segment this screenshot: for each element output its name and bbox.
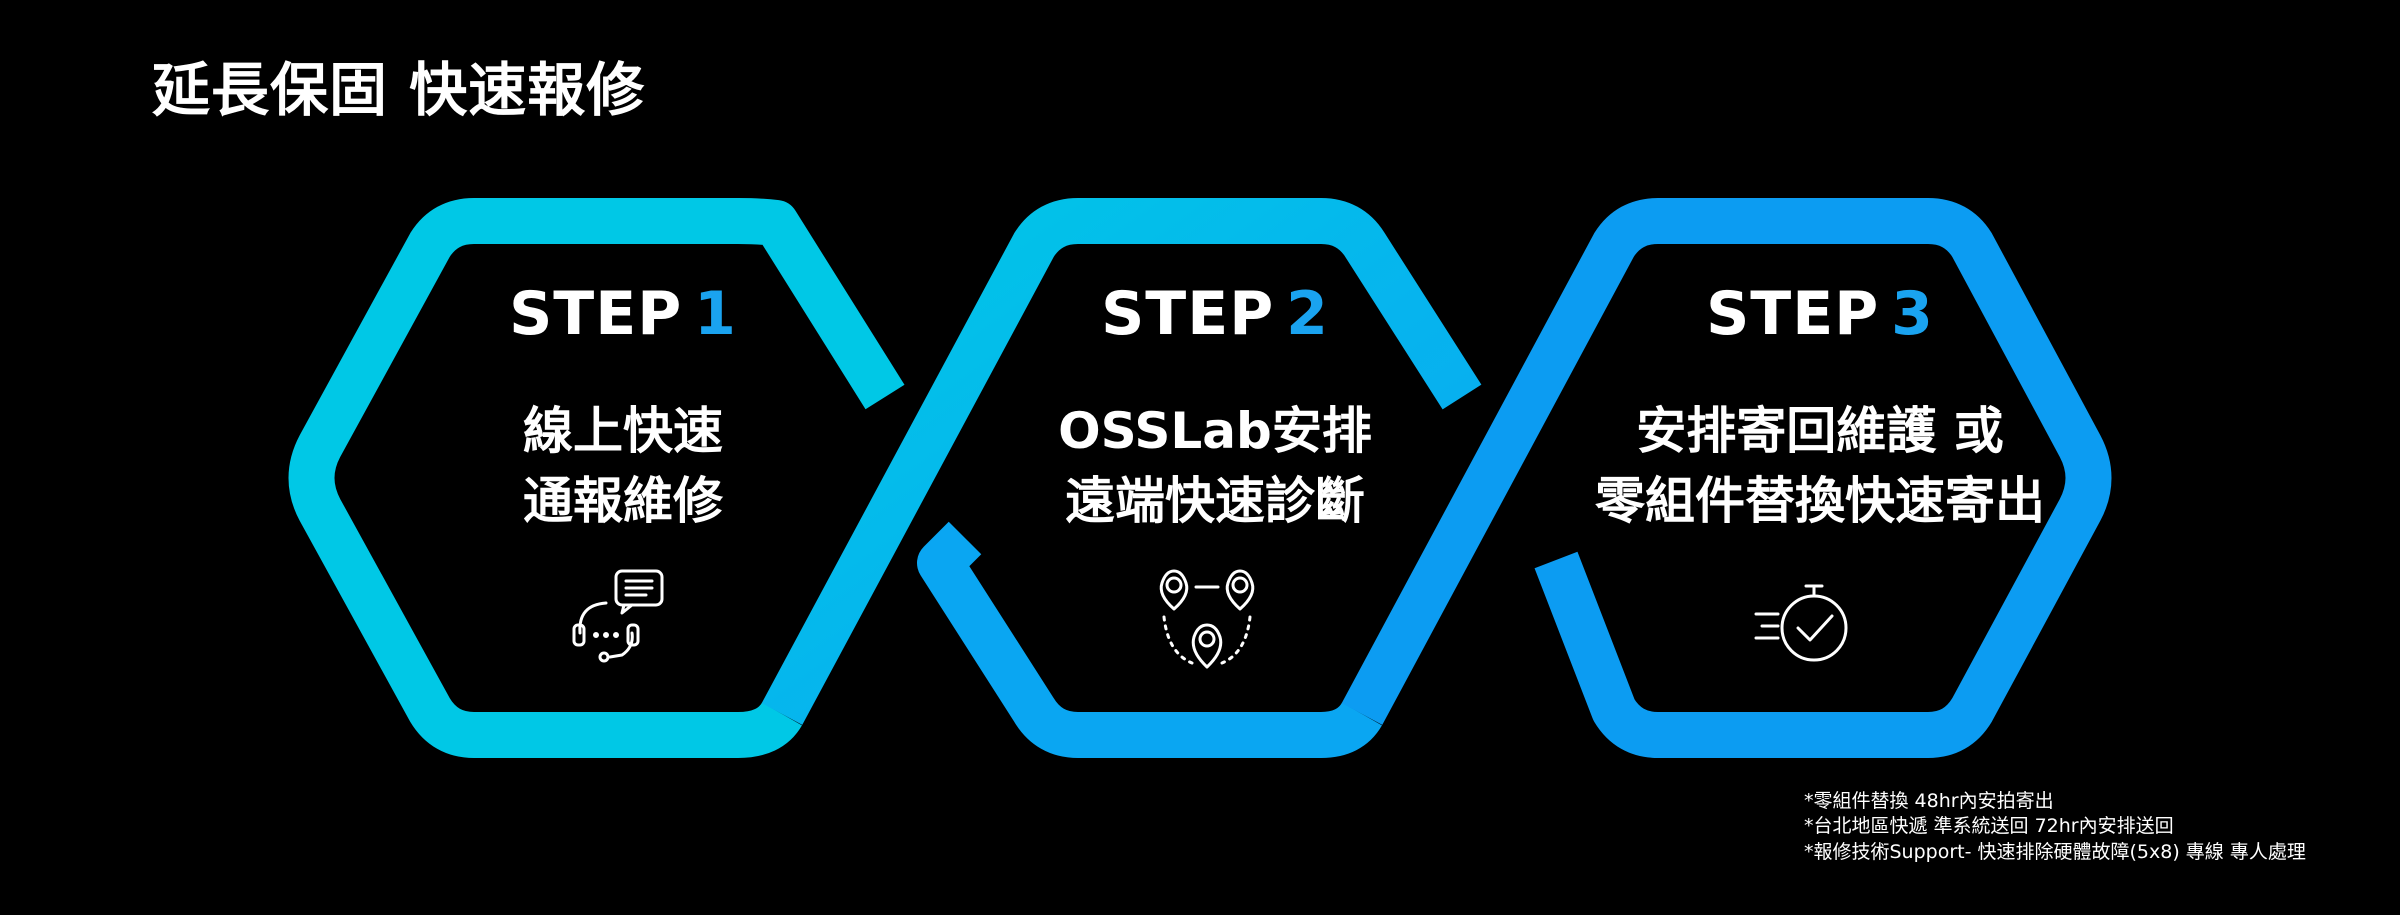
step-2-line-1: OSSLab安排 <box>1058 402 1372 460</box>
step-2-line-2: 遠端快速診斷 <box>1065 472 1365 530</box>
step-3-number: 3 <box>1891 279 1934 349</box>
step-2-description: OSSLab安排 遠端快速診斷 <box>935 396 1495 536</box>
step-1-line-1: 線上快速 <box>523 402 723 460</box>
step-3-word: STEP <box>1706 279 1880 349</box>
location-users-icon <box>1159 569 1255 669</box>
step-2-number: 2 <box>1286 279 1329 349</box>
page-title: 延長保固 快速報修 <box>152 56 646 124</box>
hexagon-step-1 <box>288 198 905 758</box>
footnotes: *零組件替換 48hr內安拍寄出 *台北地區快遞 準系統送回 72hr內安排送回… <box>1804 789 2306 865</box>
step-3-line-1: 安排寄回維護 或 <box>1636 402 2004 460</box>
step-3-description: 安排寄回維護 或 零組件替換快速寄出 <box>1540 396 2100 536</box>
hexagon-step-3 <box>1341 198 2112 758</box>
step-1-number: 1 <box>694 279 737 349</box>
step-3-line-2: 零組件替換快速寄出 <box>1595 472 2045 530</box>
footnote-2: *台北地區快遞 準系統送回 72hr內安排送回 <box>1804 815 2174 838</box>
footnote-1: *零組件替換 48hr內安拍寄出 <box>1804 790 2054 812</box>
step-2-word: STEP <box>1101 279 1275 349</box>
step-1-description: 線上快速 通報維修 <box>343 396 903 536</box>
fast-stopwatch-check-icon <box>1754 584 1848 662</box>
headset-chat-icon <box>572 569 664 663</box>
step-1-word: STEP <box>509 279 683 349</box>
hexagon-step-2 <box>761 198 1482 725</box>
step-1-line-2: 通報維修 <box>523 472 723 530</box>
hexagon-step-2-lower <box>917 521 1382 758</box>
footnote-3: *報修技術Support- 快速排除硬體故障(5x8) 專線 專人處理 <box>1804 840 2306 863</box>
